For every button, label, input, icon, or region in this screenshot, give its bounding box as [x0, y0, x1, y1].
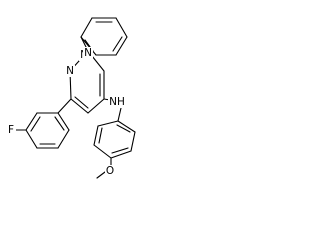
atom-label: O: [106, 165, 114, 177]
bond: [97, 120, 119, 127]
bond: [111, 147, 129, 154]
bond: [115, 17, 128, 38]
bond: [57, 98, 72, 114]
bond: [130, 131, 136, 152]
bond: [87, 98, 105, 114]
bond: [117, 120, 136, 133]
atom-label: NH: [109, 96, 125, 108]
atom-fluorine: F: [6, 124, 16, 136]
bond: [112, 36, 123, 52]
bond: [74, 96, 89, 109]
bond: [70, 98, 89, 114]
atom-label: F: [8, 124, 14, 136]
pyridine-ring: [80, 17, 128, 56]
atom-pyrimidine-n1: N: [65, 65, 75, 77]
bond: [25, 112, 38, 131]
bond: [80, 36, 97, 56]
bond: [117, 107, 122, 122]
bond: [98, 127, 103, 144]
atom-pyrimidine-n3: N: [83, 47, 93, 59]
bond: [93, 144, 112, 159]
bond: [110, 150, 132, 159]
atom-label: N: [66, 65, 74, 77]
bond: [115, 36, 128, 56]
methoxyphenyl-ring: [93, 120, 136, 159]
bond: [93, 125, 99, 146]
bond: [25, 129, 38, 149]
bond: [80, 17, 93, 38]
atom-amine-nh: NH: [108, 96, 126, 108]
fluorophenyl-ring: [25, 112, 70, 149]
molecule-structure: N N N F NH O: [6, 17, 136, 179]
bond: [30, 116, 41, 132]
bond: [54, 116, 65, 131]
bond: [96, 171, 106, 179]
bond: [57, 112, 70, 131]
bond: [57, 129, 70, 149]
atom-label: N: [84, 47, 92, 59]
bond: [116, 124, 131, 133]
atom-ether-o: O: [105, 165, 115, 177]
